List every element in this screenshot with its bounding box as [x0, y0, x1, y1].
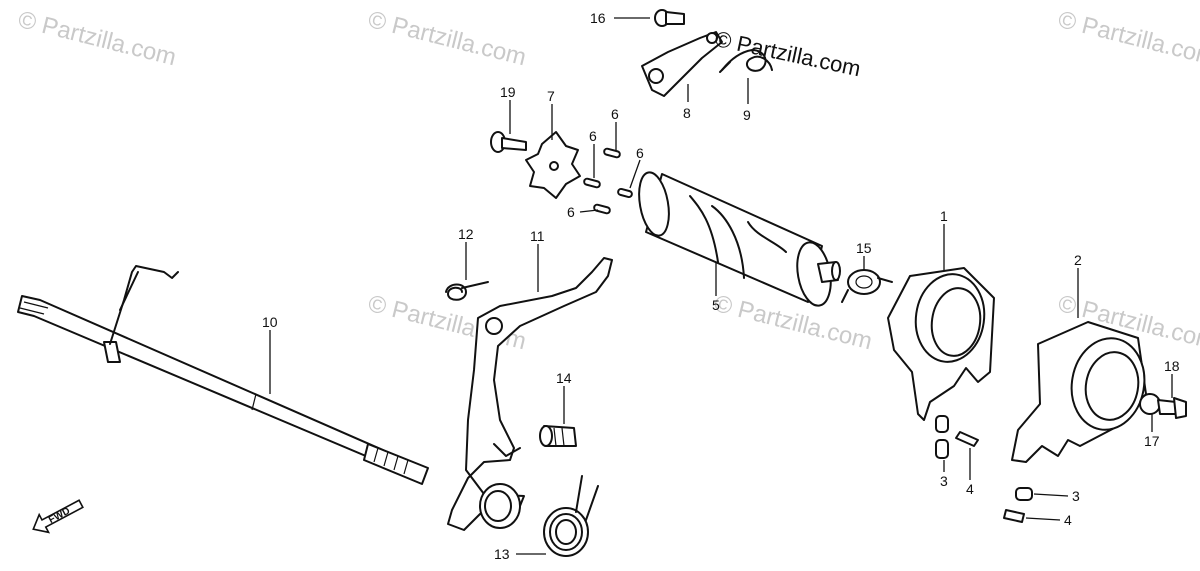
callout-8: 8	[683, 105, 691, 121]
callout-6: 6	[567, 204, 575, 220]
callout-4: 4	[966, 481, 974, 497]
pivot-bolt-part[interactable]	[539, 425, 577, 447]
callout-7: 7	[547, 88, 555, 104]
callout-3: 3	[940, 473, 948, 489]
guide-pin-part[interactable]	[935, 431, 1033, 523]
gearshift-spindle-part[interactable]	[17, 265, 429, 485]
callout-3: 3	[1072, 488, 1080, 504]
stopper-bolt-part[interactable]	[654, 9, 685, 27]
callout-2: 2	[1074, 252, 1082, 268]
callout-6: 6	[636, 145, 644, 161]
callout-19: 19	[500, 84, 516, 100]
shift-drum-center-part[interactable]	[525, 131, 581, 199]
drum-stopper-plate-part[interactable]	[841, 269, 893, 303]
return-spring-part[interactable]	[543, 475, 599, 557]
fwd-label: FWD	[47, 506, 72, 526]
drum-center-bolt-part[interactable]	[490, 131, 527, 153]
callout-17: 17	[1144, 433, 1160, 449]
callout-14: 14	[556, 370, 572, 386]
callout-9: 9	[743, 107, 751, 123]
stopper-spring-part[interactable]	[719, 49, 773, 73]
callout-4: 4	[1064, 512, 1072, 528]
callout-15: 15	[856, 240, 872, 256]
callout-6: 6	[611, 106, 619, 122]
callout-11: 11	[530, 228, 545, 244]
callout-13: 13	[494, 546, 510, 562]
callout-18: 18	[1164, 358, 1180, 374]
stopper-spring-part[interactable]	[445, 281, 489, 301]
gearshift-arm-part[interactable]	[447, 257, 613, 531]
forward-direction-arrow: FWD	[32, 499, 84, 534]
drum-pins-part[interactable]	[583, 147, 633, 215]
callout-5: 5	[712, 297, 720, 313]
stopper-arm-part[interactable]	[641, 31, 723, 97]
shift-fork-2-part[interactable]	[1011, 321, 1151, 463]
fork-bolt-washer-part[interactable]	[1139, 393, 1187, 419]
callout-12: 12	[458, 226, 474, 242]
callout-1: 1	[940, 208, 948, 224]
callout-6: 6	[589, 128, 597, 144]
callout-10: 10	[262, 314, 278, 330]
shift-drum-part[interactable]	[635, 170, 841, 308]
callout-16: 16	[590, 10, 606, 26]
shift-fork-1-part[interactable]	[887, 267, 995, 433]
